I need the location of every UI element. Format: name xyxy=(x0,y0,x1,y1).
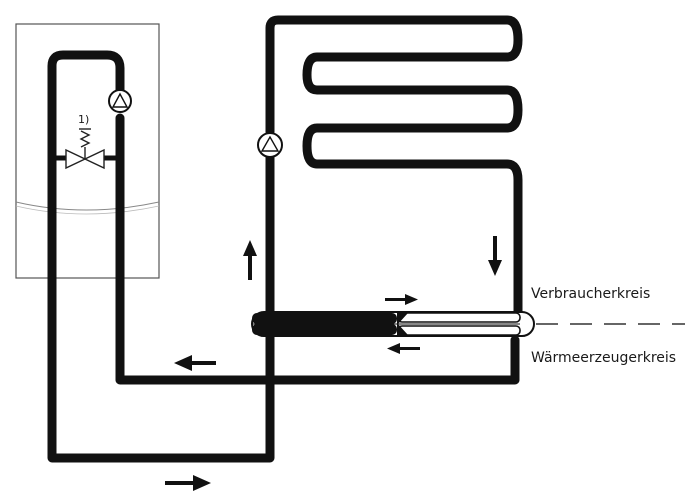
flow-arrow-icon xyxy=(488,236,502,276)
flow-arrow-icon xyxy=(243,240,257,280)
pump-icon xyxy=(257,132,283,158)
hydraulic-separator xyxy=(251,311,535,337)
generator-circuit-pipe xyxy=(47,50,520,463)
flow-arrow-icon xyxy=(174,355,216,371)
boiler-unit xyxy=(15,23,160,279)
flow-arrow-icon xyxy=(385,294,418,305)
consumer-circuit-label: Verbraucherkreis xyxy=(531,286,651,302)
generator-circuit-label: Wärmeerzeugerkreis xyxy=(531,350,677,366)
flow-arrow-icon xyxy=(165,475,211,491)
pump-icon xyxy=(108,89,132,113)
consumer-circuit-pipe xyxy=(265,15,523,335)
valve-marker-label: 1) xyxy=(78,113,89,126)
flow-arrow-icon xyxy=(387,343,420,354)
overflow-valve-icon xyxy=(65,128,105,170)
